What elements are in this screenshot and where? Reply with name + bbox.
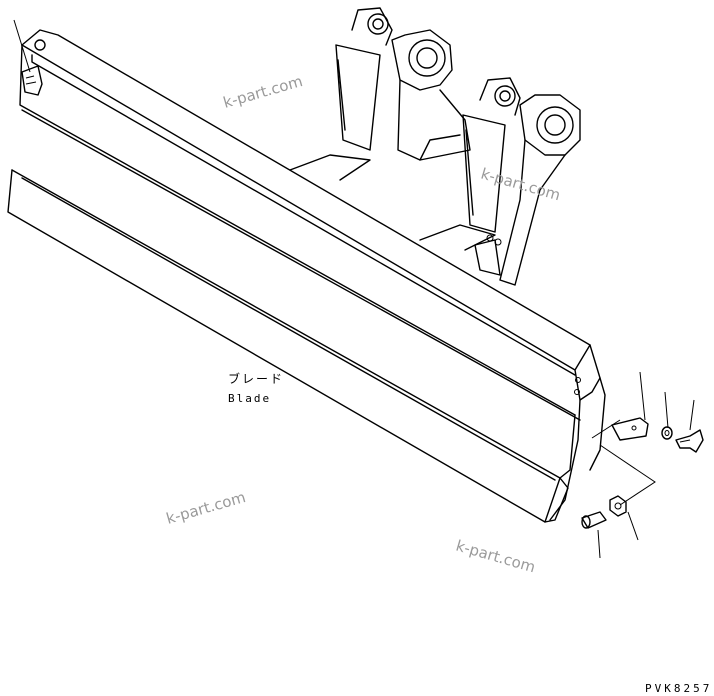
blade-body [7,29,606,523]
watermark: k-part.com [454,537,537,577]
watermark: k-part.com [221,72,304,112]
watermark: k-part.com [164,488,247,528]
blade-label-jp: ブレード [228,371,284,386]
drawing-code: PVK8257 [645,682,712,695]
blade-label-en: Blade [228,392,271,405]
hardware [581,417,704,529]
callout-leaders [13,19,695,559]
rear-frame [289,7,581,286]
